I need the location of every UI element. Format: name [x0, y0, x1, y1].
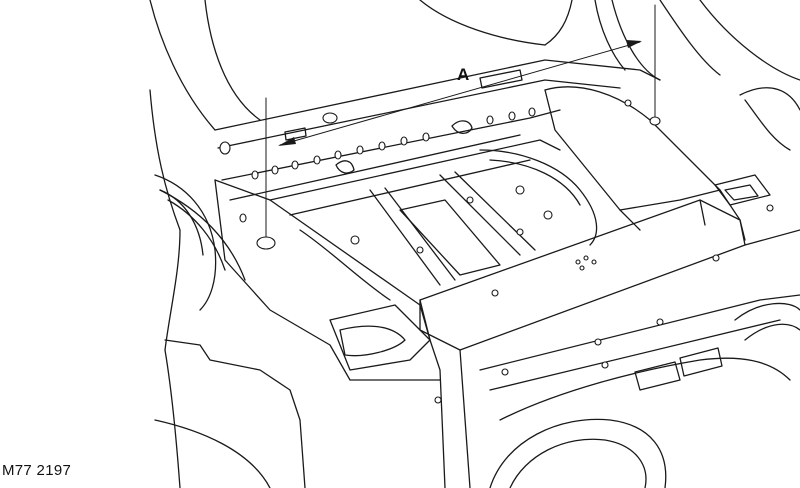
main-cross-member — [419, 199, 746, 351]
rear-body-outline — [149, 0, 800, 151]
dimension-label: A — [457, 65, 470, 84]
left-wheel-arch — [154, 174, 217, 311]
figure-reference: M77 2197 — [2, 462, 72, 479]
rear-right-floor — [459, 174, 800, 488]
right-longitudinal-member — [544, 86, 746, 241]
center-floor-pan — [269, 139, 598, 301]
left-side-panel — [149, 89, 446, 488]
upper-cross-rail — [214, 59, 661, 201]
dimension-a-indicator — [265, 4, 656, 241]
